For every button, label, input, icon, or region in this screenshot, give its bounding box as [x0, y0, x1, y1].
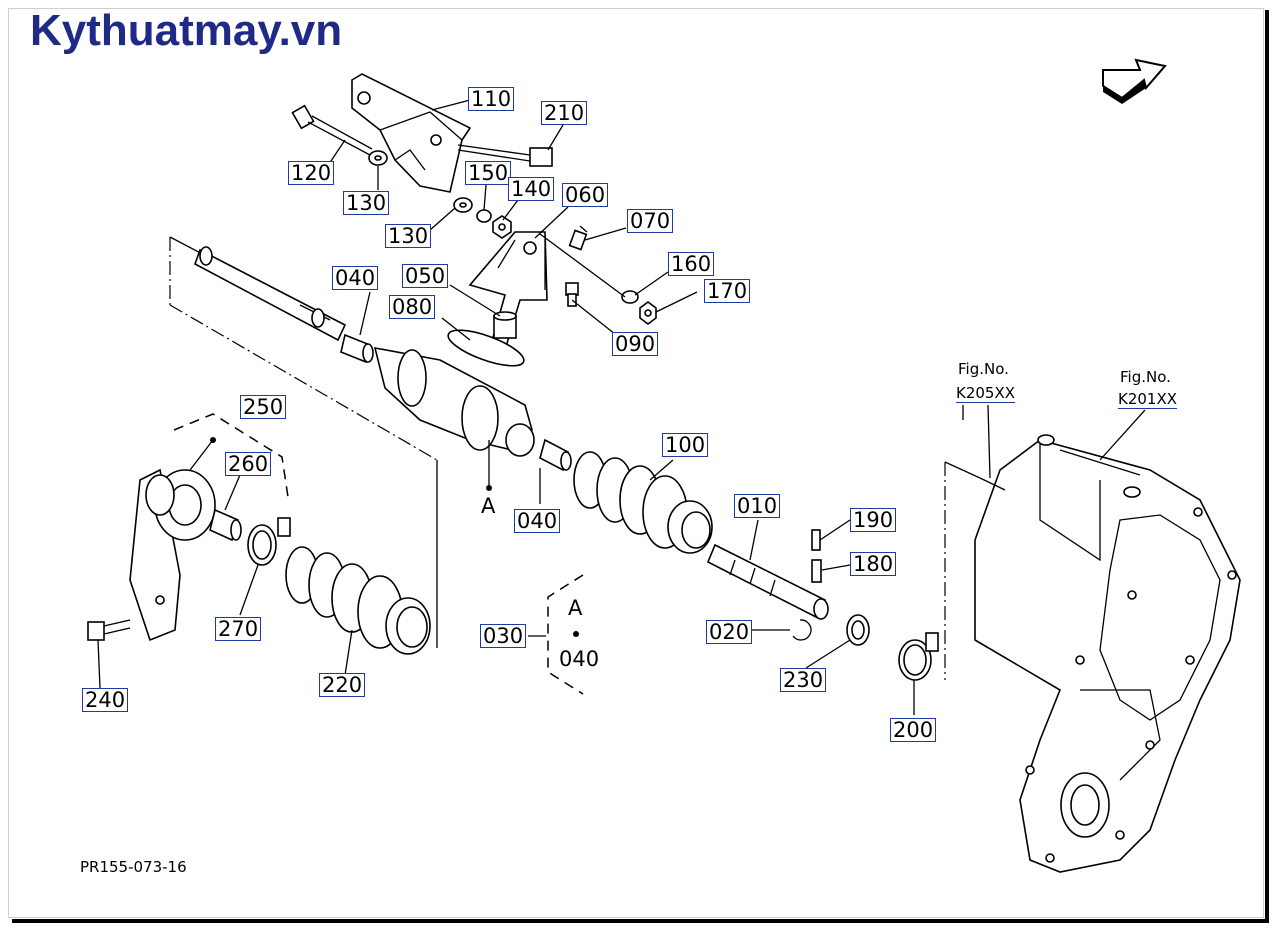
callout-220[interactable]: 220: [319, 673, 366, 697]
callout-040[interactable]: 040: [332, 266, 379, 290]
bushing-040b: [539, 438, 572, 472]
callout-130[interactable]: 130: [343, 191, 390, 215]
callout-090[interactable]: 090: [612, 332, 659, 356]
bolt-240: [87, 619, 131, 641]
callout-130[interactable]: 130: [385, 224, 432, 248]
clamp-200: [898, 632, 939, 681]
fig-ref-code-2[interactable]: K201XX: [1118, 390, 1178, 409]
callout-010[interactable]: 010: [734, 494, 781, 518]
callout-260[interactable]: 260: [225, 452, 272, 476]
boot-220: [285, 546, 431, 655]
callout-150[interactable]: 150: [465, 161, 512, 185]
callout-200[interactable]: 200: [890, 718, 937, 742]
input-shaft: [194, 246, 347, 342]
bearing-260: [209, 508, 242, 542]
bolt-210: [457, 144, 553, 167]
snap-ring-020: [792, 619, 812, 641]
washer-160: [621, 290, 639, 304]
callout-250[interactable]: 250: [240, 395, 287, 419]
bushing-040a: [340, 333, 374, 364]
group-030-bracket: [528, 574, 584, 695]
lever-plate-060: [468, 231, 548, 351]
group-a-label: A: [568, 596, 583, 620]
boot-100: [573, 451, 713, 554]
callout-110[interactable]: 110: [468, 87, 515, 111]
callout-160[interactable]: 160: [668, 252, 715, 276]
callout-050[interactable]: 050: [402, 264, 449, 288]
bolt-120: [291, 104, 373, 156]
front-arrow-icon: [1102, 58, 1167, 104]
transmission-case: [974, 434, 1241, 873]
fig-ref-code-1[interactable]: K205XX: [956, 384, 1016, 403]
callout-230[interactable]: 230: [780, 668, 827, 692]
bracket-110: [351, 73, 472, 193]
brand-watermark[interactable]: Kythuatmay.vn: [30, 6, 343, 55]
gasket-080: [447, 329, 525, 367]
section-plane-right: [944, 461, 1006, 680]
callout-270[interactable]: 270: [215, 617, 262, 641]
callout-170[interactable]: 170: [704, 279, 751, 303]
nut-140: [492, 215, 512, 239]
callout-070[interactable]: 070: [627, 209, 674, 233]
callout-210[interactable]: 210: [541, 101, 588, 125]
plug-050: [493, 311, 517, 339]
callout-190[interactable]: 190: [850, 508, 897, 532]
callout-040[interactable]: 040: [514, 509, 561, 533]
frame-shadow-bottom: [12, 919, 1269, 923]
drawing-frame: [8, 8, 1264, 918]
leader-lines: [97, 99, 1146, 715]
washer-130b: [453, 197, 473, 213]
frame-shadow-right: [1265, 10, 1269, 922]
seal-230: [846, 614, 870, 646]
nut-170: [639, 301, 657, 325]
fig-ref-label-1: Fig.No.: [958, 360, 1009, 378]
callout-240[interactable]: 240: [82, 688, 129, 712]
pin-190: [811, 529, 821, 551]
point-a-label: A: [481, 494, 496, 518]
callout-120[interactable]: 120: [288, 161, 335, 185]
housing: [373, 346, 535, 457]
arm-assembly-250: [129, 437, 216, 642]
drawing-code: PR155-073-16: [80, 858, 187, 876]
callout-180[interactable]: 180: [850, 552, 897, 576]
callout-140[interactable]: 140: [508, 177, 555, 201]
grease-nipple-070: [568, 225, 588, 251]
fig-ref-label-2: Fig.No.: [1120, 368, 1171, 386]
callout-030[interactable]: 030: [480, 624, 527, 648]
callout-080[interactable]: 080: [389, 295, 436, 319]
point-a-marker: [486, 440, 492, 491]
callout-100[interactable]: 100: [662, 433, 709, 457]
dash-group-250: [173, 413, 289, 498]
washer-130a: [368, 150, 388, 166]
group-040-label: 040: [559, 647, 600, 671]
washer-150: [476, 209, 492, 223]
callout-020[interactable]: 020: [706, 620, 753, 644]
callout-060[interactable]: 060: [562, 183, 609, 207]
shaft-010: [706, 543, 829, 620]
pin-180: [811, 559, 822, 583]
clamp-270: [247, 517, 291, 566]
